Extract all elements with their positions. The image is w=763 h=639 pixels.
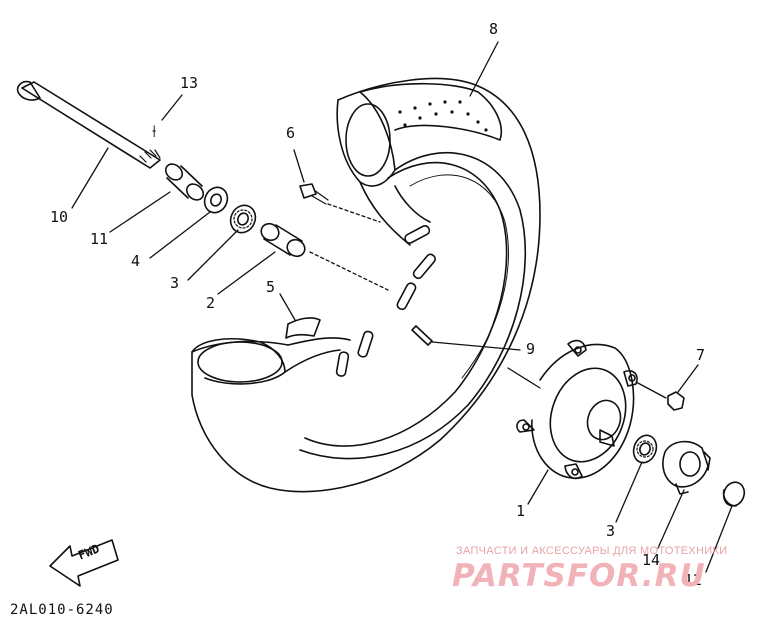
callout-2: 2 bbox=[206, 294, 216, 312]
watermark-logo: PARTSFOR.RU bbox=[452, 558, 706, 594]
callout-10: 10 bbox=[50, 208, 69, 226]
collar bbox=[164, 163, 205, 201]
callout-12: 12 bbox=[684, 571, 703, 589]
callout-7: 7 bbox=[696, 346, 706, 364]
rim-window-2 bbox=[412, 253, 436, 280]
callout-5: 5 bbox=[266, 278, 276, 296]
brake-hub bbox=[516, 339, 638, 480]
leader-4 bbox=[149, 211, 211, 259]
callout-14: 14 bbox=[642, 551, 661, 569]
watermark-tagline: ЗАПЧАСТИ И АКСЕССУАРЫ ДЛЯ МОТОТЕХНИКИ bbox=[456, 545, 728, 557]
leader-9 bbox=[431, 341, 521, 351]
bracket-5 bbox=[285, 317, 321, 339]
callout-1: 1 bbox=[516, 502, 526, 520]
fwd-arrow-icon bbox=[49, 539, 119, 587]
axle-shaft bbox=[16, 80, 161, 169]
tread-pattern bbox=[398, 100, 488, 132]
bearing-left bbox=[229, 204, 257, 234]
leader-bolt-dash bbox=[327, 203, 381, 223]
leader-1 bbox=[527, 469, 549, 505]
leader-11 bbox=[109, 191, 171, 233]
callout-13: 13 bbox=[180, 74, 199, 92]
leader-13 bbox=[161, 94, 183, 121]
valve-stem bbox=[411, 325, 433, 346]
leader-8 bbox=[469, 41, 499, 97]
callout-8: 8 bbox=[489, 20, 499, 38]
tread-band-top bbox=[359, 82, 502, 141]
rim-window-1 bbox=[404, 224, 431, 244]
callout-3-upper: 3 bbox=[170, 274, 180, 292]
leader-7 bbox=[677, 364, 699, 393]
leader-12 bbox=[705, 505, 733, 573]
rim-inner-edge bbox=[304, 161, 508, 447]
spacer bbox=[260, 222, 306, 258]
leader-nut bbox=[635, 381, 667, 399]
hub-nut bbox=[667, 391, 685, 411]
meter-gear-unit bbox=[662, 440, 711, 495]
wheel-assembly bbox=[191, 77, 541, 493]
rim-window-5 bbox=[335, 351, 350, 377]
leader-axle-dash bbox=[309, 251, 389, 291]
callout-11: 11 bbox=[90, 230, 109, 248]
tire-cutaway-top bbox=[336, 91, 396, 187]
bearing-right bbox=[632, 434, 658, 464]
tire-outline bbox=[191, 77, 541, 493]
leader-5 bbox=[279, 293, 296, 321]
rim-spoke-2 bbox=[284, 337, 351, 373]
leader-2 bbox=[217, 251, 276, 295]
leader-hub bbox=[507, 367, 541, 389]
rim-window-4 bbox=[357, 330, 374, 358]
leader-10 bbox=[71, 147, 109, 209]
tire-cutaway-bottom bbox=[191, 338, 286, 385]
rim-groove-line bbox=[409, 174, 509, 379]
diagram-code: 2AL010-6240 bbox=[10, 602, 114, 618]
leader-14 bbox=[657, 489, 685, 549]
callout-3-lower: 3 bbox=[606, 522, 616, 540]
leader-lines bbox=[71, 41, 733, 573]
callout-9: 9 bbox=[526, 340, 536, 358]
rim-window-3 bbox=[396, 282, 417, 311]
right-collar bbox=[722, 481, 746, 507]
callout-13-mark: ⟊ bbox=[152, 122, 157, 142]
tire-section-bottom bbox=[197, 341, 283, 383]
bolt bbox=[299, 183, 329, 205]
leader-3b bbox=[615, 461, 643, 523]
leader-3a bbox=[187, 229, 239, 281]
callout-4: 4 bbox=[131, 252, 141, 270]
oil-seal bbox=[203, 186, 229, 214]
leader-6 bbox=[293, 149, 305, 183]
callout-6: 6 bbox=[286, 124, 296, 142]
tire-section-top bbox=[345, 103, 391, 177]
rim-bead-line bbox=[299, 151, 527, 460]
rim-spoke-1 bbox=[359, 181, 431, 246]
